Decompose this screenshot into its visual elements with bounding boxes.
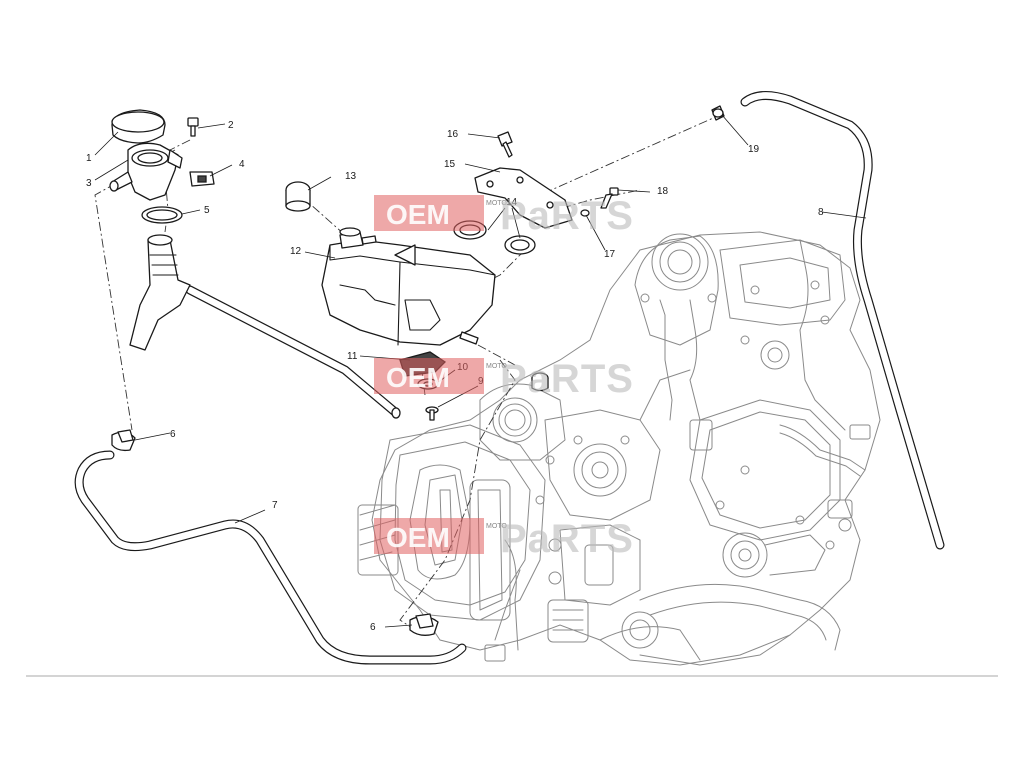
- callout-18: 18: [657, 186, 669, 197]
- callout-2: 2: [228, 120, 234, 131]
- clamp-19: [711, 105, 725, 121]
- callout-5: 5: [204, 205, 210, 216]
- callout-3: 3: [86, 178, 92, 189]
- svg-text:OEM: OEM: [386, 522, 450, 553]
- callout-12: 12: [290, 246, 302, 257]
- svg-text:PaRTS: PaRTS: [500, 194, 634, 238]
- callout-19: 19: [748, 144, 760, 155]
- svg-text:MOTO: MOTO: [486, 523, 507, 530]
- spacer: [531, 372, 549, 392]
- svg-text:PaRTS: PaRTS: [500, 517, 634, 561]
- screw-9: [425, 406, 439, 421]
- engine-block: [357, 231, 881, 666]
- callout-17: 17: [604, 249, 616, 260]
- callout-13: 13: [345, 171, 357, 182]
- overflow-tube: [185, 285, 401, 419]
- watermark-1: OEM MOTO PaRTS: [374, 194, 634, 238]
- callout-16: 16: [447, 129, 459, 140]
- tank-cap-13: [285, 181, 311, 212]
- svg-text:PaRTS: PaRTS: [500, 357, 634, 401]
- callout-7: 7: [272, 500, 278, 511]
- bolt-2: [187, 117, 199, 137]
- clamp-6-lower: [409, 613, 439, 636]
- watermark-2: OEM MOTO PaRTS: [374, 357, 634, 401]
- callout-1: 1: [86, 153, 92, 164]
- filler-pipe: [129, 234, 191, 351]
- bracket-15: [474, 167, 573, 229]
- callout-8: 8: [818, 207, 824, 218]
- callout-14: 14: [506, 197, 518, 208]
- clip-4: [189, 171, 215, 187]
- hose-7: [74, 450, 467, 665]
- callout-6-upper: 6: [170, 429, 176, 440]
- expansion-tank-12: [321, 227, 496, 346]
- hose-8: [740, 91, 945, 550]
- washer-17: [580, 209, 590, 217]
- svg-text:MOTO: MOTO: [486, 363, 507, 370]
- svg-text:OEM: OEM: [386, 199, 450, 230]
- bolt-16: [497, 131, 513, 158]
- clamp-6-upper: [111, 429, 136, 452]
- filler-neck: [109, 142, 183, 201]
- callout-15: 15: [444, 159, 456, 170]
- bolt-18: [600, 187, 619, 209]
- svg-text:MOTO: MOTO: [486, 200, 507, 207]
- filler-cap: [111, 109, 166, 144]
- callout-6-lower: 6: [370, 622, 376, 633]
- clamp-5: [141, 206, 183, 224]
- watermark-3: OEM MOTO PaRTS: [374, 517, 634, 561]
- callout-11: 11: [347, 351, 358, 362]
- svg-text:OEM: OEM: [386, 362, 450, 393]
- callout-4: 4: [239, 159, 245, 170]
